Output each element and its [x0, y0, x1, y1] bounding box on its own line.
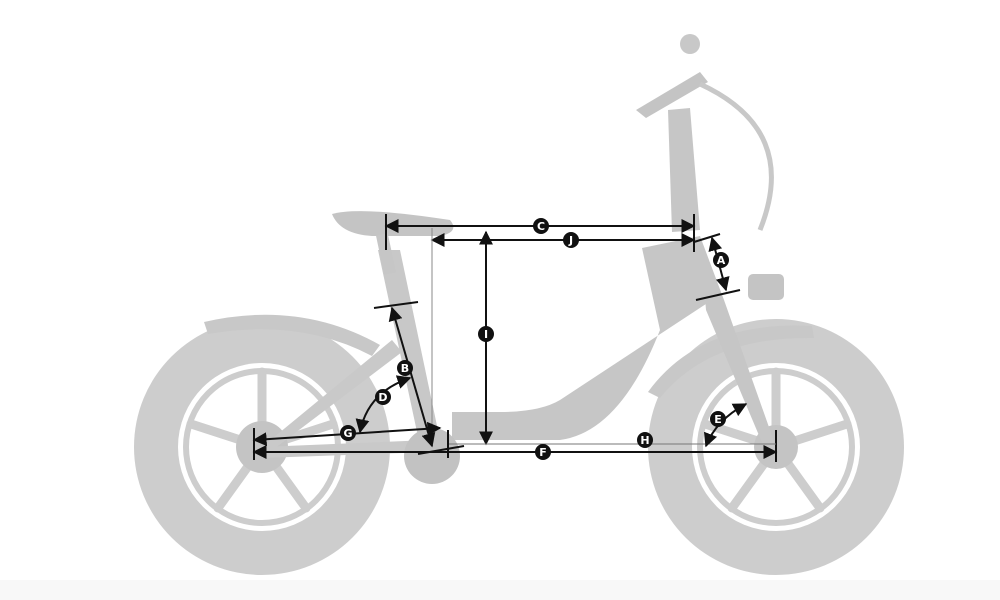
dimension-lines	[252, 214, 778, 462]
label-j: J	[563, 232, 579, 248]
svg-text:D: D	[378, 391, 387, 404]
svg-text:H: H	[640, 434, 649, 447]
svg-text:E: E	[714, 413, 722, 426]
label-g: G	[340, 425, 356, 441]
dimension-labels: C J A I B D E G H F	[340, 218, 729, 460]
seat-post	[375, 233, 397, 275]
label-f: F	[535, 444, 551, 460]
label-a: A	[713, 252, 729, 268]
rear-fender	[204, 314, 380, 356]
svg-text:B: B	[401, 362, 409, 375]
headlight	[748, 274, 784, 300]
stem	[668, 108, 700, 232]
label-h: H	[637, 432, 653, 448]
svg-text:J: J	[568, 234, 573, 247]
svg-text:C: C	[537, 220, 545, 233]
bike-silhouette	[0, 34, 1000, 600]
saddle	[332, 211, 454, 236]
label-i: I	[478, 326, 494, 342]
label-c: C	[533, 218, 549, 234]
handlebar	[636, 72, 708, 118]
svg-text:G: G	[343, 427, 352, 440]
label-e: E	[710, 411, 726, 427]
brake-cable	[698, 81, 774, 231]
label-d: D	[375, 389, 391, 405]
label-b: B	[397, 360, 413, 376]
svg-text:A: A	[717, 254, 726, 267]
frame	[452, 236, 712, 440]
svg-text:I: I	[484, 328, 488, 341]
svg-text:F: F	[539, 446, 547, 459]
